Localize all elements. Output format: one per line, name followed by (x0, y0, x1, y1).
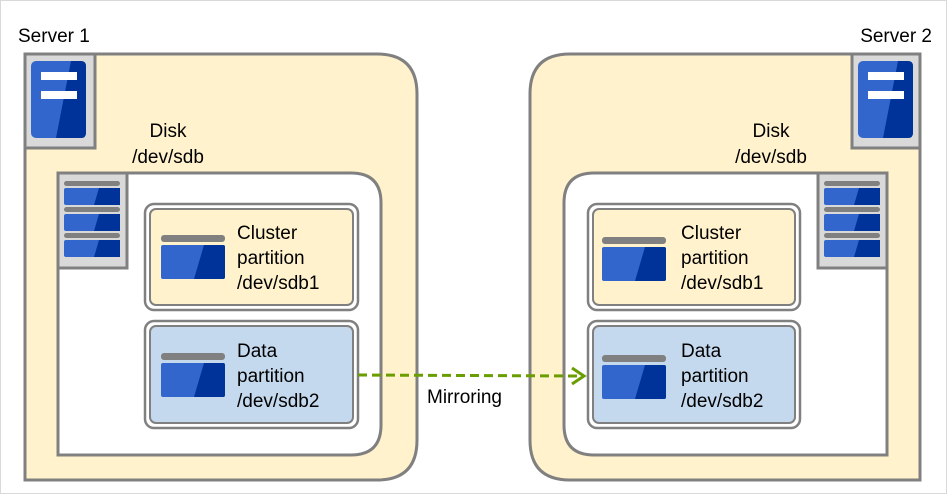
partition-icon (602, 237, 666, 281)
data-partition-device: /dev/sdb2 (237, 391, 319, 412)
data-partition-name: Data (681, 341, 722, 362)
data-partition-type: partition (681, 366, 749, 387)
disk-icon (816, 171, 889, 270)
disk-device: /dev/sdb (735, 147, 807, 168)
data-partition: Data partition /dev/sdb2 (143, 319, 360, 430)
data-partition-device: /dev/sdb2 (681, 391, 763, 412)
cluster-partition: Cluster partition /dev/sdb1 (143, 202, 360, 312)
disk-device: /dev/sdb (132, 147, 204, 168)
data-partition-name: Data (237, 341, 278, 362)
cluster-partition-type: partition (237, 248, 305, 269)
disk-label: Disk (753, 121, 790, 142)
disk-label: Disk (150, 121, 187, 142)
mirroring-label: Mirroring (427, 387, 502, 408)
server-1-label: Server 1 (18, 26, 90, 47)
partition-icon (602, 355, 666, 399)
server-2-label: Server 2 (860, 26, 932, 47)
mirroring-arrow: Mirroring (357, 366, 587, 408)
partition-icon (161, 353, 225, 397)
cluster-partition-device: /dev/sdb1 (237, 273, 319, 294)
cluster-partition-device: /dev/sdb1 (681, 273, 763, 294)
data-partition-type: partition (237, 366, 305, 387)
cluster-partition-name: Cluster (237, 223, 298, 244)
cluster-partition: Cluster partition /dev/sdb1 (586, 202, 802, 312)
server-icon (31, 61, 86, 138)
server-2: Server 2 Disk /dev/sdb Cluster partition… (528, 26, 932, 482)
server-1: Server 1 Disk /dev/sdb Cluster partition… (18, 26, 419, 482)
server-icon (858, 61, 913, 138)
data-partition: Data partition /dev/sdb2 (586, 319, 802, 430)
partition-icon (161, 235, 225, 279)
cluster-partition-type: partition (681, 248, 749, 269)
disk-icon (56, 171, 129, 270)
cluster-partition-name: Cluster (681, 223, 742, 244)
